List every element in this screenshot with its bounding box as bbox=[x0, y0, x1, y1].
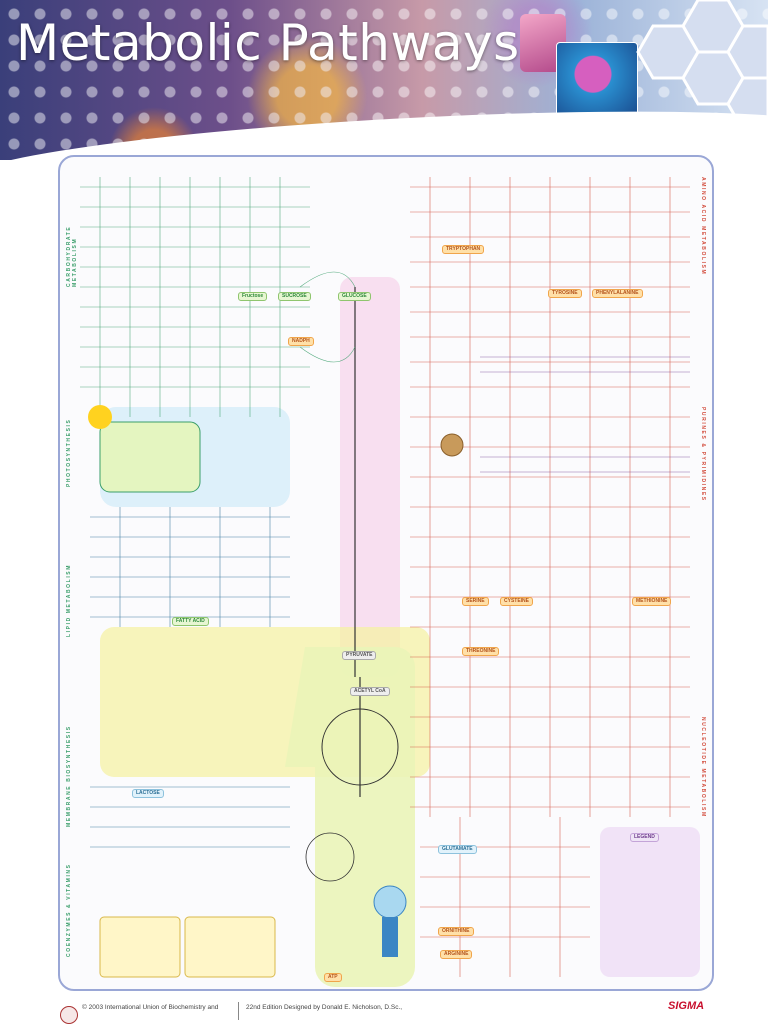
footer: © 2003 International Union of Biochemist… bbox=[0, 996, 768, 1024]
banner-inset-photo bbox=[556, 42, 638, 122]
node-phenylalanine[interactable]: PHENYLALANINE bbox=[592, 289, 643, 298]
node-glucose[interactable]: GLUCOSE bbox=[338, 292, 371, 301]
node-nadph[interactable]: NADPH bbox=[288, 337, 314, 346]
node-sucrose[interactable]: SUCROSE bbox=[278, 292, 311, 301]
node-fatty-acid[interactable]: FATTY ACID bbox=[172, 617, 209, 626]
node-fructose[interactable]: Fructose bbox=[238, 292, 268, 301]
node-lactose[interactable]: LACTOSE bbox=[132, 789, 164, 798]
footer-divider bbox=[238, 1002, 239, 1020]
section-label-photosynthesis: PHOTOSYNTHESIS bbox=[66, 418, 72, 487]
node-acetyl-coa[interactable]: ACETYL CoA bbox=[350, 687, 390, 696]
hexagon-pattern-icon bbox=[636, 0, 768, 132]
section-label-purines: PURINES & PYRIMIDINES bbox=[700, 407, 706, 502]
node-serine[interactable]: SERINE bbox=[462, 597, 489, 606]
section-label-carbohydrate: CARBOHYDRATE METABOLISM bbox=[66, 225, 78, 287]
node-cysteine[interactable]: CYSTEINE bbox=[500, 597, 534, 606]
node-pyruvate[interactable]: PYRUVATE bbox=[342, 651, 377, 660]
page-title: Metabolic Pathways bbox=[16, 14, 520, 72]
node-glutamate[interactable]: GLUTAMATE bbox=[438, 845, 477, 854]
section-label-nucleotide: NUCLEOTIDE METABOLISM bbox=[700, 717, 706, 818]
section-label-lipid: LIPID METABOLISM bbox=[66, 563, 72, 637]
legend-title: LEGEND bbox=[630, 833, 659, 842]
node-ornithine[interactable]: ORNITHINE bbox=[438, 927, 474, 936]
copyright-text: © 2003 International Union of Biochemist… bbox=[82, 1004, 219, 1011]
section-label-amino-acid: AMINO ACID METABOLISM bbox=[700, 177, 706, 276]
section-label-coenzymes: COENZYMES & VITAMINS bbox=[66, 863, 72, 957]
pathway-network bbox=[80, 177, 700, 987]
metabolic-map[interactable]: CARBOHYDRATE METABOLISM PHOTOSYNTHESIS L… bbox=[58, 155, 714, 991]
node-tyrosine[interactable]: TYROSINE bbox=[548, 289, 582, 298]
node-methionine[interactable]: METHIONINE bbox=[632, 597, 672, 606]
iubmb-seal-icon bbox=[60, 1006, 78, 1024]
node-tryptophan[interactable]: TRYPTOPHAN bbox=[442, 245, 485, 254]
header-banner: Metabolic Pathways bbox=[0, 0, 768, 160]
node-arginine[interactable]: ARGININE bbox=[440, 950, 473, 959]
node-atp[interactable]: ATP bbox=[324, 973, 342, 982]
edition-text: 22nd Edition Designed by Donald E. Nicho… bbox=[246, 1004, 403, 1011]
section-label-membrane: MEMBRANE BIOSYNTHESIS bbox=[66, 725, 72, 827]
node-threonine[interactable]: THREONINE bbox=[462, 647, 500, 656]
sigma-logo[interactable]: SIGMA bbox=[668, 1000, 705, 1012]
